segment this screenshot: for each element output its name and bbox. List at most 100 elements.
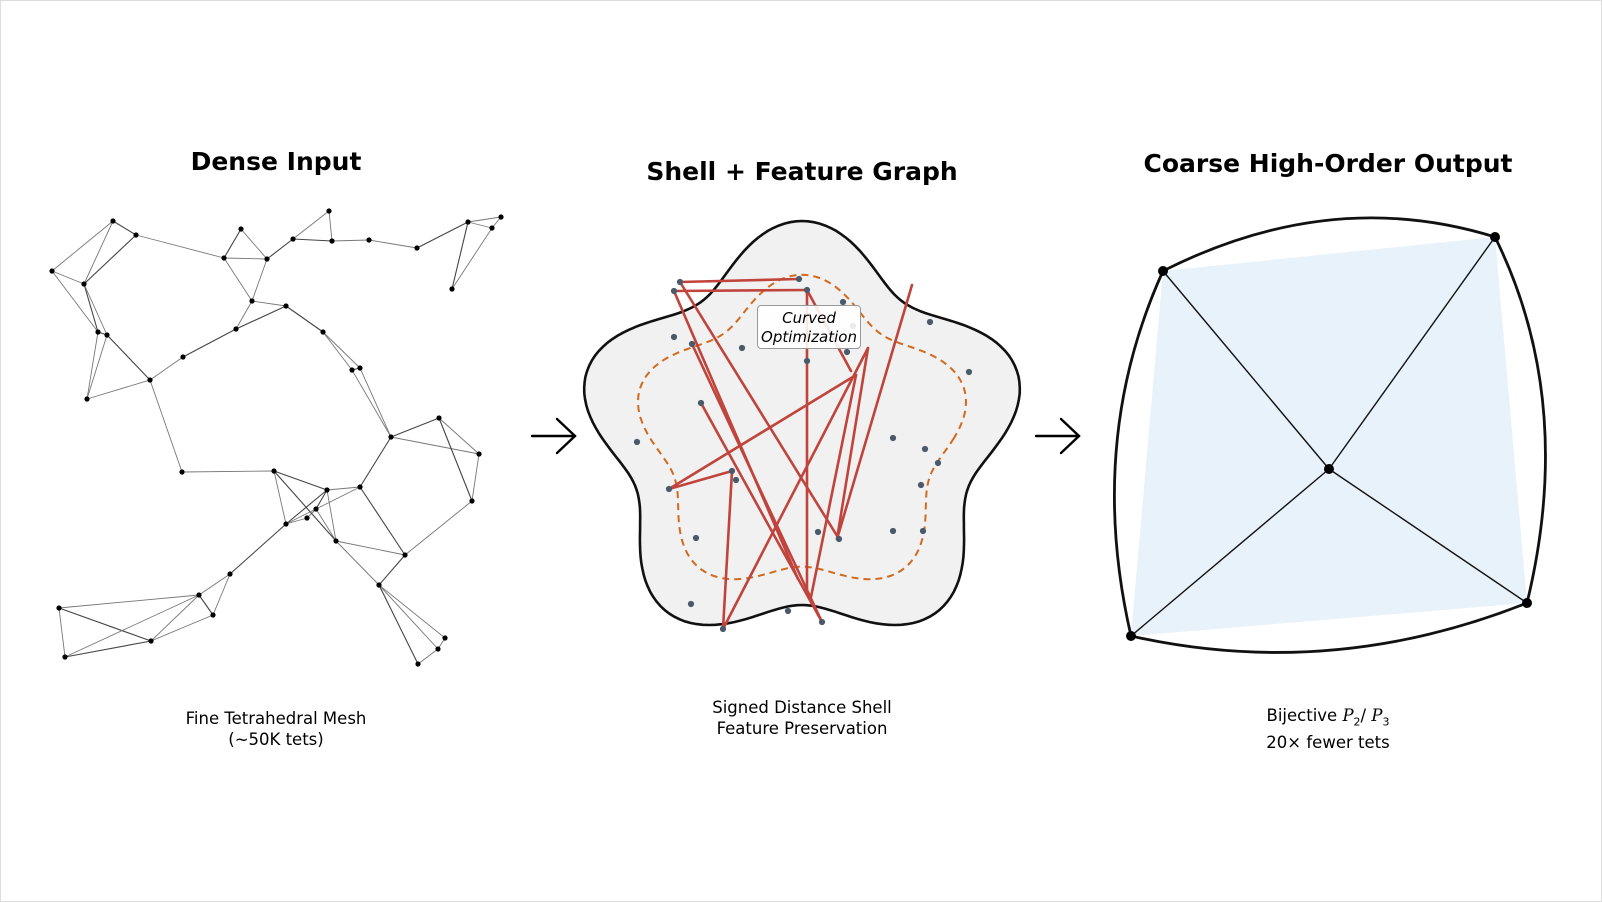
sample-point: [732, 476, 740, 484]
sample-point: [719, 625, 727, 633]
mesh-node: [56, 605, 62, 611]
output-caption: Bijective P2/ P3 20× fewer tets: [1266, 705, 1389, 753]
mesh-edge: [240, 228, 268, 260]
sample-point: [921, 445, 929, 453]
mesh-edge: [368, 239, 418, 249]
feature-edge: [721, 469, 734, 631]
mesh-node: [238, 226, 244, 232]
mesh-node: [402, 552, 408, 558]
mesh-edge: [150, 594, 200, 642]
mesh-edge: [51, 270, 99, 333]
mesh-node: [81, 281, 87, 287]
mesh-node: [376, 582, 382, 588]
mesh-node: [326, 208, 332, 214]
mesh-edge: [212, 573, 231, 616]
mesh-node: [95, 329, 101, 335]
mesh-node: [349, 367, 355, 373]
caption-line: 20× fewer tets: [1266, 733, 1390, 753]
mesh-edge: [251, 258, 268, 302]
mesh-edge: [83, 283, 108, 336]
mesh-node: [324, 487, 330, 493]
mesh-node: [435, 646, 441, 652]
mesh-node: [357, 365, 363, 371]
sample-point: [676, 278, 684, 286]
p2-subscript: 2: [1353, 715, 1361, 729]
opt-line1: Curved: [782, 309, 836, 327]
mesh-edge: [198, 594, 214, 616]
mesh-node: [414, 245, 420, 251]
mesh-node: [271, 468, 277, 474]
mesh-edge: [285, 305, 324, 333]
mesh-node: [210, 612, 216, 618]
mesh-edge: [438, 417, 473, 502]
sample-point: [665, 485, 673, 493]
sample-point: [803, 357, 811, 365]
dense-input-title: Dense Input: [190, 147, 362, 176]
sample-point: [926, 318, 934, 326]
sample-points: [633, 275, 973, 633]
arrow-right-icon: [1034, 417, 1081, 455]
feature-edge: [678, 280, 841, 541]
mesh-edge: [331, 239, 370, 242]
mesh-edge: [251, 300, 287, 307]
mesh-edge: [83, 220, 114, 285]
sample-point: [670, 287, 678, 295]
mesh-edge: [378, 584, 439, 650]
mesh-edge: [235, 305, 287, 330]
sample-point: [889, 434, 897, 442]
arrow-right-icon: [530, 417, 577, 455]
sample-point: [917, 481, 925, 489]
mesh-node: [249, 298, 255, 304]
sample-point: [803, 286, 811, 294]
mesh-node: [110, 218, 116, 224]
feature-edge: [721, 346, 870, 631]
mesh-edge: [471, 453, 480, 502]
mesh-node: [148, 638, 154, 644]
mesh-node: [313, 506, 319, 512]
mesh-node: [147, 377, 153, 383]
mesh-node: [329, 238, 335, 244]
mesh-edge: [86, 379, 151, 400]
mesh-node: [227, 571, 233, 577]
mesh-edge: [335, 540, 380, 586]
mesh-edge: [359, 486, 406, 556]
mesh-edge: [292, 238, 333, 242]
caption-line: Bijective P2/ P3: [1266, 705, 1390, 732]
sample-point: [839, 298, 847, 306]
feature-edge: [835, 283, 914, 541]
mesh-node: [320, 329, 326, 335]
feature-edge: [809, 373, 858, 599]
mesh-edge: [285, 517, 308, 525]
sample-point: [692, 534, 700, 542]
mesh-node: [104, 332, 110, 338]
mesh-node: [449, 286, 455, 292]
mesh-node: [283, 521, 289, 527]
caption-line: Fine Tetrahedral Mesh: [185, 709, 367, 728]
mesh-edge: [223, 228, 242, 259]
tet-edges: [1130, 236, 1528, 637]
mesh-edge: [235, 300, 253, 330]
mesh-node: [283, 303, 289, 309]
mesh-edge: [467, 221, 493, 229]
feature-edge: [672, 289, 800, 581]
mesh-node: [84, 396, 90, 402]
dense-mesh-edges: [51, 210, 502, 665]
mesh-edge: [378, 584, 419, 665]
sample-point: [835, 535, 843, 543]
sample-point: [687, 600, 695, 608]
mesh-edge: [58, 607, 66, 658]
mesh-edge: [438, 417, 480, 455]
mesh-edge: [378, 554, 406, 586]
feature-edge: [699, 401, 824, 624]
mesh-node: [233, 326, 239, 332]
mesh-edge: [198, 573, 231, 596]
mesh-edge: [322, 331, 361, 369]
mesh-node: [436, 415, 442, 421]
feature-edge: [667, 373, 858, 491]
sample-point: [738, 344, 746, 352]
mesh-edge: [181, 470, 275, 473]
mesh-node: [49, 268, 55, 274]
mesh-edge: [273, 470, 337, 542]
mesh-edge: [451, 227, 493, 290]
